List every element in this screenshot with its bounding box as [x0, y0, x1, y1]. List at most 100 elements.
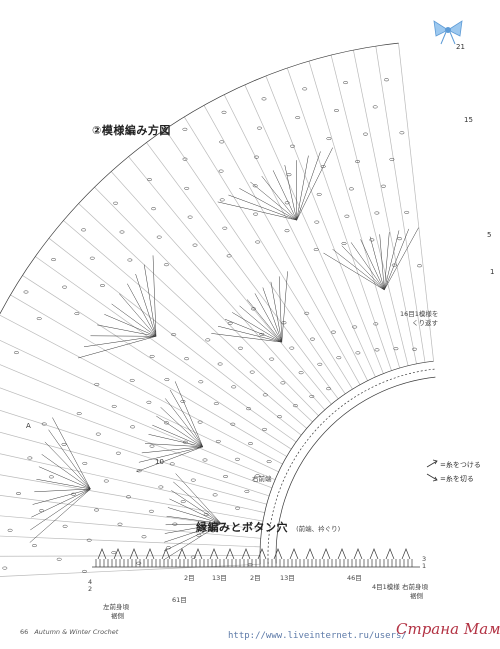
chain-stitch: [344, 214, 350, 218]
chain-stitch: [391, 263, 397, 267]
pineapple-stitch: [232, 312, 282, 343]
chain-stitch: [99, 284, 105, 287]
chain-stitch: [158, 485, 164, 489]
chain-stitch: [31, 544, 37, 548]
chain-stitch: [333, 109, 339, 112]
chain-stitch: [238, 346, 243, 350]
chain-stitch: [82, 461, 88, 465]
watermark-url[interactable]: http://www.liveinternet.ru/users/: [228, 631, 407, 641]
stitch-ray: [35, 256, 297, 443]
chain-stitch: [111, 551, 117, 555]
chain-stitch: [363, 132, 368, 136]
chain-stitch: [284, 201, 290, 205]
chain-stitch: [393, 347, 399, 351]
chain-stitch: [82, 569, 87, 573]
stitch-ray: [184, 116, 353, 390]
pineapple-stitch: [278, 276, 283, 343]
chain-stitch: [227, 321, 233, 325]
border-title-paren: (前端、衿ぐり): [296, 525, 341, 533]
chain-stitch: [197, 420, 203, 424]
left-front-label-2: 裾側: [111, 612, 124, 620]
chain-stitch: [399, 131, 405, 135]
legend-attach-icon: [426, 459, 438, 468]
border-section-title: 縁編みとボタン穴 (前端、衿ぐり): [196, 516, 340, 535]
chain-stitch: [343, 81, 349, 85]
pineapple-stitch: [341, 245, 385, 291]
pineapple-stitch: [296, 147, 333, 221]
chain-stitch: [7, 528, 13, 532]
left-front-label-1: 左前身頃: [103, 603, 129, 611]
pineapple-stitch: [152, 255, 157, 337]
stitch-ray: [265, 75, 384, 374]
border-band-inner: [267, 368, 435, 564]
picot-stitch: [193, 548, 203, 560]
chain-stitch: [417, 264, 422, 268]
pineapple-stitch: [173, 481, 222, 524]
pineapple-stitch: [254, 293, 283, 343]
chain-stitch: [196, 533, 202, 537]
chain-stitch: [269, 357, 275, 361]
chain-stitch: [355, 351, 361, 355]
chain-stitch: [253, 212, 259, 216]
row-number-1: 1: [490, 268, 495, 276]
chain-stitch: [384, 78, 389, 82]
pineapple-stitch: [250, 181, 297, 221]
pineapple-stitch: [34, 488, 91, 493]
chain-stitch: [180, 500, 186, 504]
chain-stitch: [314, 220, 320, 224]
inner-edge: [259, 360, 434, 565]
repeat-note-line-1: 16目1模様を: [400, 310, 439, 318]
pineapple-stitch: [270, 281, 283, 343]
right-front-label-2: 裾側: [410, 592, 423, 600]
chain-stitch: [309, 394, 315, 398]
stitch-ray: [353, 50, 417, 364]
chain-stitch: [248, 442, 253, 446]
pineapple-stitch: [90, 335, 157, 337]
chain-stitch: [117, 522, 123, 526]
picot-stitch: [97, 548, 107, 560]
picot-stitch: [225, 548, 235, 560]
pineapple-stitch: [156, 415, 203, 448]
chain-stitch: [341, 242, 347, 245]
chain-stitch: [262, 427, 268, 431]
pineapple-stitch: [52, 417, 91, 490]
chain-stitch: [39, 509, 44, 513]
picot-stitch: [385, 548, 395, 560]
chain-stitch: [23, 290, 29, 294]
pineapple-stitch: [166, 515, 222, 524]
chain-stitch: [48, 475, 54, 479]
chain-stitch: [284, 229, 290, 233]
border-count-3: 2目: [250, 574, 261, 582]
stitch-ray: [0, 340, 279, 473]
chain-stitch: [190, 555, 196, 559]
chain-stitch: [374, 211, 380, 215]
chain-stitch: [151, 207, 157, 211]
chain-stitch: [246, 407, 252, 411]
stitch-ray: [0, 515, 261, 539]
pineapple-stitch: [97, 324, 157, 337]
chain-stitch: [36, 317, 42, 321]
legend-attach-label: =糸をつける: [440, 461, 481, 469]
chain-stitch: [290, 144, 295, 148]
chain-stitch: [164, 421, 170, 425]
chain-stitch: [355, 160, 361, 163]
site-logo[interactable]: Страна Мам: [396, 620, 500, 638]
pineapple-stitch: [135, 273, 157, 337]
right-front-label-1: 右前身頃: [402, 583, 428, 591]
pineapple-stitch: [164, 523, 222, 534]
stitch-ray: [0, 535, 261, 548]
pineapple-stitch: [167, 507, 222, 524]
chain-stitch: [187, 215, 193, 219]
chain-stitch: [230, 422, 236, 426]
chain-stitch: [226, 254, 232, 258]
chain-stitch: [215, 439, 221, 443]
row-number-15: 15: [464, 116, 473, 124]
pineapple-stitch: [41, 454, 91, 490]
pineapple-stitch: [32, 488, 91, 505]
chain-stitch: [184, 186, 190, 190]
chain-stitch: [62, 285, 68, 289]
border-row-2: 2: [88, 585, 93, 593]
pineapple-stitch: [211, 333, 282, 343]
picot-stitch: [353, 548, 363, 560]
chain-stitch: [136, 469, 142, 473]
